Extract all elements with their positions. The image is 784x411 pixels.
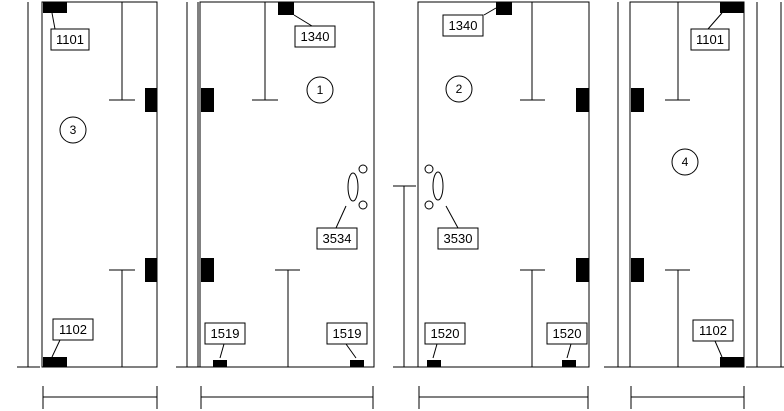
- panel-number-circle: [671, 148, 699, 176]
- panel-3: 3 1101 1102: [17, 1, 158, 409]
- label-box-top: [294, 25, 336, 48]
- label-bottom-left: 1520: [431, 326, 460, 341]
- side-hinge-lower: [576, 258, 589, 282]
- label-box-bottom: [692, 319, 734, 342]
- label-box-handle: [316, 227, 358, 250]
- label-bottom: 1102: [699, 323, 727, 338]
- top-hinge-block: [43, 2, 67, 13]
- label-box-top: [690, 28, 730, 51]
- label-top: 1340: [301, 29, 330, 44]
- label-handle: 3534: [323, 231, 352, 246]
- side-hinge-upper: [201, 88, 214, 112]
- bottom-pivot-right: [562, 360, 576, 367]
- panel-number: 1: [317, 83, 324, 97]
- panel-4: 4 1101 1102: [604, 1, 784, 409]
- panel-number-circle: [445, 75, 473, 103]
- bottom-hinge-block: [720, 357, 744, 367]
- label-box-bottom-right: [326, 322, 368, 345]
- panel-number-circle: [306, 76, 334, 104]
- bottom-pivot-right: [350, 360, 364, 367]
- door-outline: [629, 1, 745, 368]
- label-box-bottom-left: [204, 322, 246, 345]
- label-box-bottom: [52, 318, 94, 341]
- side-hinge-upper: [631, 88, 644, 112]
- handle-fixing-bottom: [358, 200, 368, 210]
- label-handle: 3530: [444, 231, 473, 246]
- side-hinge-upper: [145, 88, 157, 112]
- side-hinge-upper: [576, 88, 589, 112]
- label-bottom: 1102: [59, 322, 87, 337]
- bottom-pivot-left: [213, 360, 227, 367]
- label-box-bottom-left: [424, 322, 466, 345]
- bottom-hinge-block: [43, 357, 67, 367]
- top-closer-block: [278, 2, 294, 15]
- label-box-top: [442, 14, 484, 37]
- label-bottom-right: 1520: [553, 326, 582, 341]
- panel-number: 4: [682, 155, 689, 169]
- label-box-top: [50, 28, 90, 51]
- label-top: 1340: [449, 18, 478, 33]
- panel-number: 2: [456, 82, 463, 96]
- top-closer-block: [496, 2, 512, 15]
- label-bottom-right: 1519: [333, 326, 362, 341]
- side-hinge-lower: [631, 258, 644, 282]
- door-outline: [417, 1, 590, 368]
- label-box-handle: [437, 227, 479, 250]
- handle-icon: [432, 171, 444, 201]
- handle-fixing-top: [358, 164, 368, 174]
- handle-fixing-top: [424, 164, 434, 174]
- handle-icon: [347, 172, 359, 202]
- top-hinge-block: [720, 2, 744, 13]
- label-top: 1101: [696, 32, 724, 47]
- panel-number-circle: [59, 116, 87, 144]
- door-outline: [41, 1, 158, 368]
- panel-2: 2 1340 3530 1520 1520: [393, 1, 590, 409]
- panel-number: 3: [70, 123, 77, 137]
- label-box-bottom-right: [546, 322, 588, 345]
- panel-1: 1 1340 3534 1519 1519: [176, 1, 375, 409]
- side-hinge-lower: [145, 258, 157, 282]
- label-bottom-left: 1519: [211, 326, 240, 341]
- handle-fixing-bottom: [424, 200, 434, 210]
- label-top: 1101: [56, 32, 84, 47]
- bottom-pivot-left: [427, 360, 441, 367]
- side-hinge-lower: [201, 258, 214, 282]
